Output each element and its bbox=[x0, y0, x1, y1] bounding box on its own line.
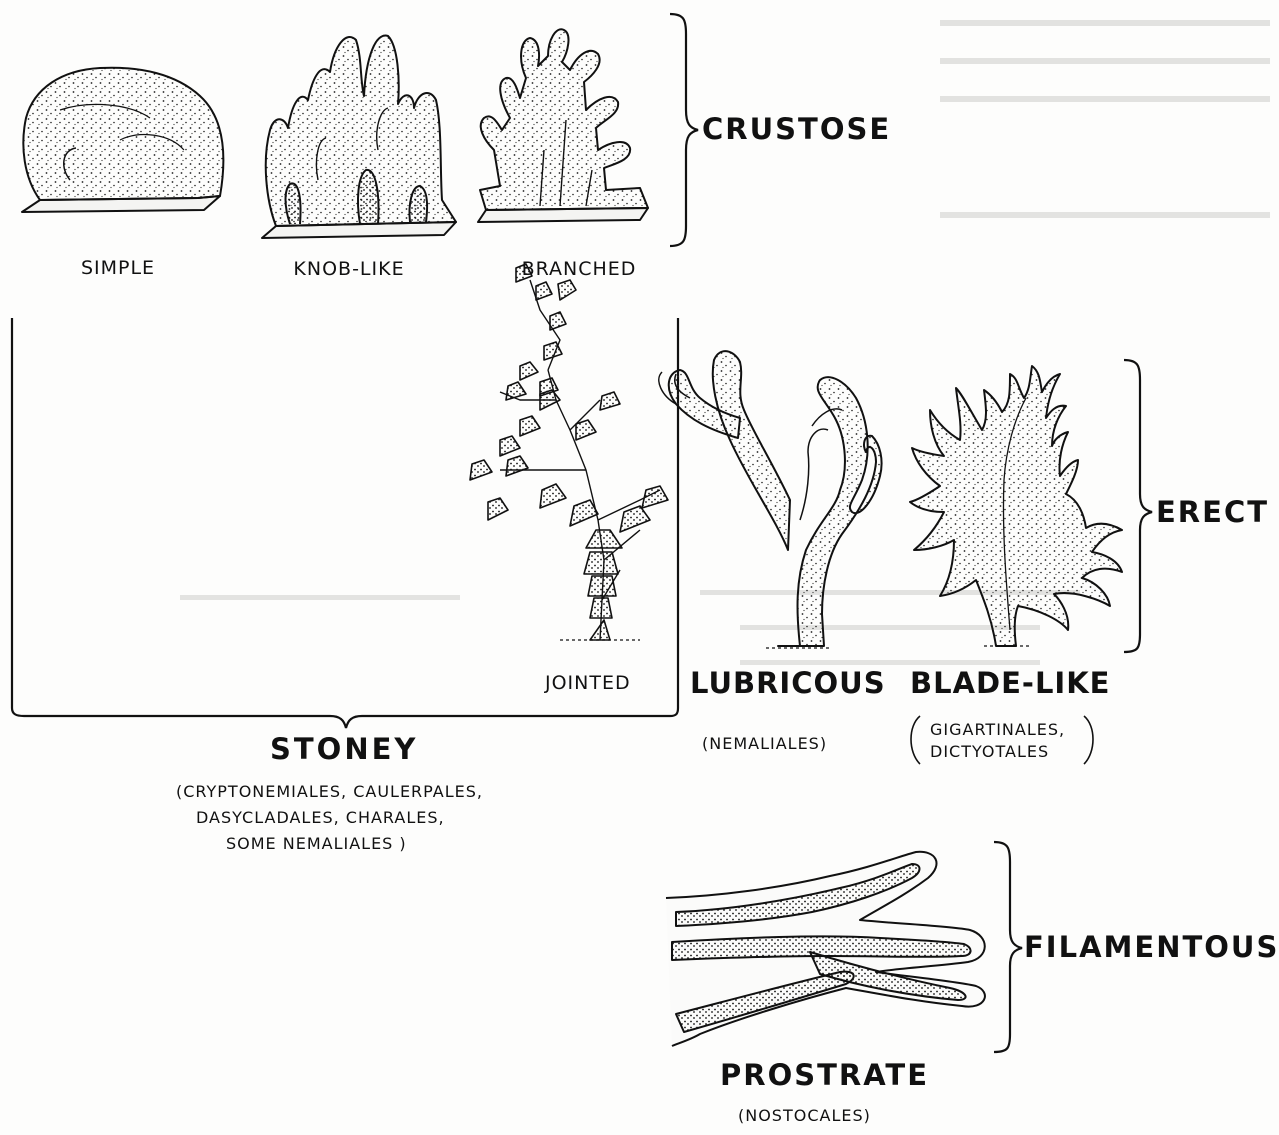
prostrate-order-note: (NOSTOCALES) bbox=[738, 1104, 871, 1127]
blade-order-note-line-2: DICTYOTALES bbox=[930, 740, 1049, 763]
branched-crust-illustration bbox=[478, 29, 648, 222]
blade-order-note-line-1: GIGARTINALES, bbox=[930, 718, 1065, 741]
erect-category-label: ERECT bbox=[1156, 495, 1269, 529]
lubricous-alga-illustration bbox=[659, 351, 882, 648]
blade-like-form-label: BLADE-LIKE bbox=[910, 666, 1111, 700]
prostrate-form-label: PROSTRATE bbox=[720, 1058, 929, 1092]
jointed-alga-illustration bbox=[470, 264, 668, 640]
simple-crust-illustration bbox=[22, 68, 223, 212]
prostrate-filament-illustration bbox=[666, 852, 985, 1046]
filamentous-bracket bbox=[994, 842, 1022, 1052]
knob-like-crust-illustration bbox=[262, 36, 456, 238]
blade-note-right-paren bbox=[1084, 716, 1093, 764]
stoney-category-label: STONEY bbox=[270, 732, 418, 766]
simple-form-label: SIMPLE bbox=[48, 257, 188, 279]
jointed-form-label: JOINTED bbox=[545, 672, 631, 694]
stoney-order-note-line-3: SOME NEMALIALES ) bbox=[226, 832, 407, 855]
erect-bracket bbox=[1124, 360, 1152, 652]
filamentous-category-label: FILAMENTOUS bbox=[1024, 930, 1279, 964]
blade-like-alga-illustration bbox=[910, 366, 1122, 646]
stoney-order-note-line-1: (CRYPTONEMIALES, CAULERPALES, bbox=[176, 780, 483, 803]
stoney-order-note-line-2: DASYCLADALES, CHARALES, bbox=[196, 806, 445, 829]
branched-form-label: BRANCHED bbox=[494, 258, 664, 280]
crustose-category-label: CRUSTOSE bbox=[702, 112, 891, 146]
blade-note-left-paren bbox=[911, 716, 920, 764]
crustose-bracket bbox=[670, 14, 698, 246]
lubricous-order-note: (NEMALIALES) bbox=[702, 732, 827, 755]
lubricous-form-label: LUBRICOUS bbox=[690, 666, 886, 700]
knob-like-form-label: KNOB-LIKE bbox=[264, 258, 434, 280]
